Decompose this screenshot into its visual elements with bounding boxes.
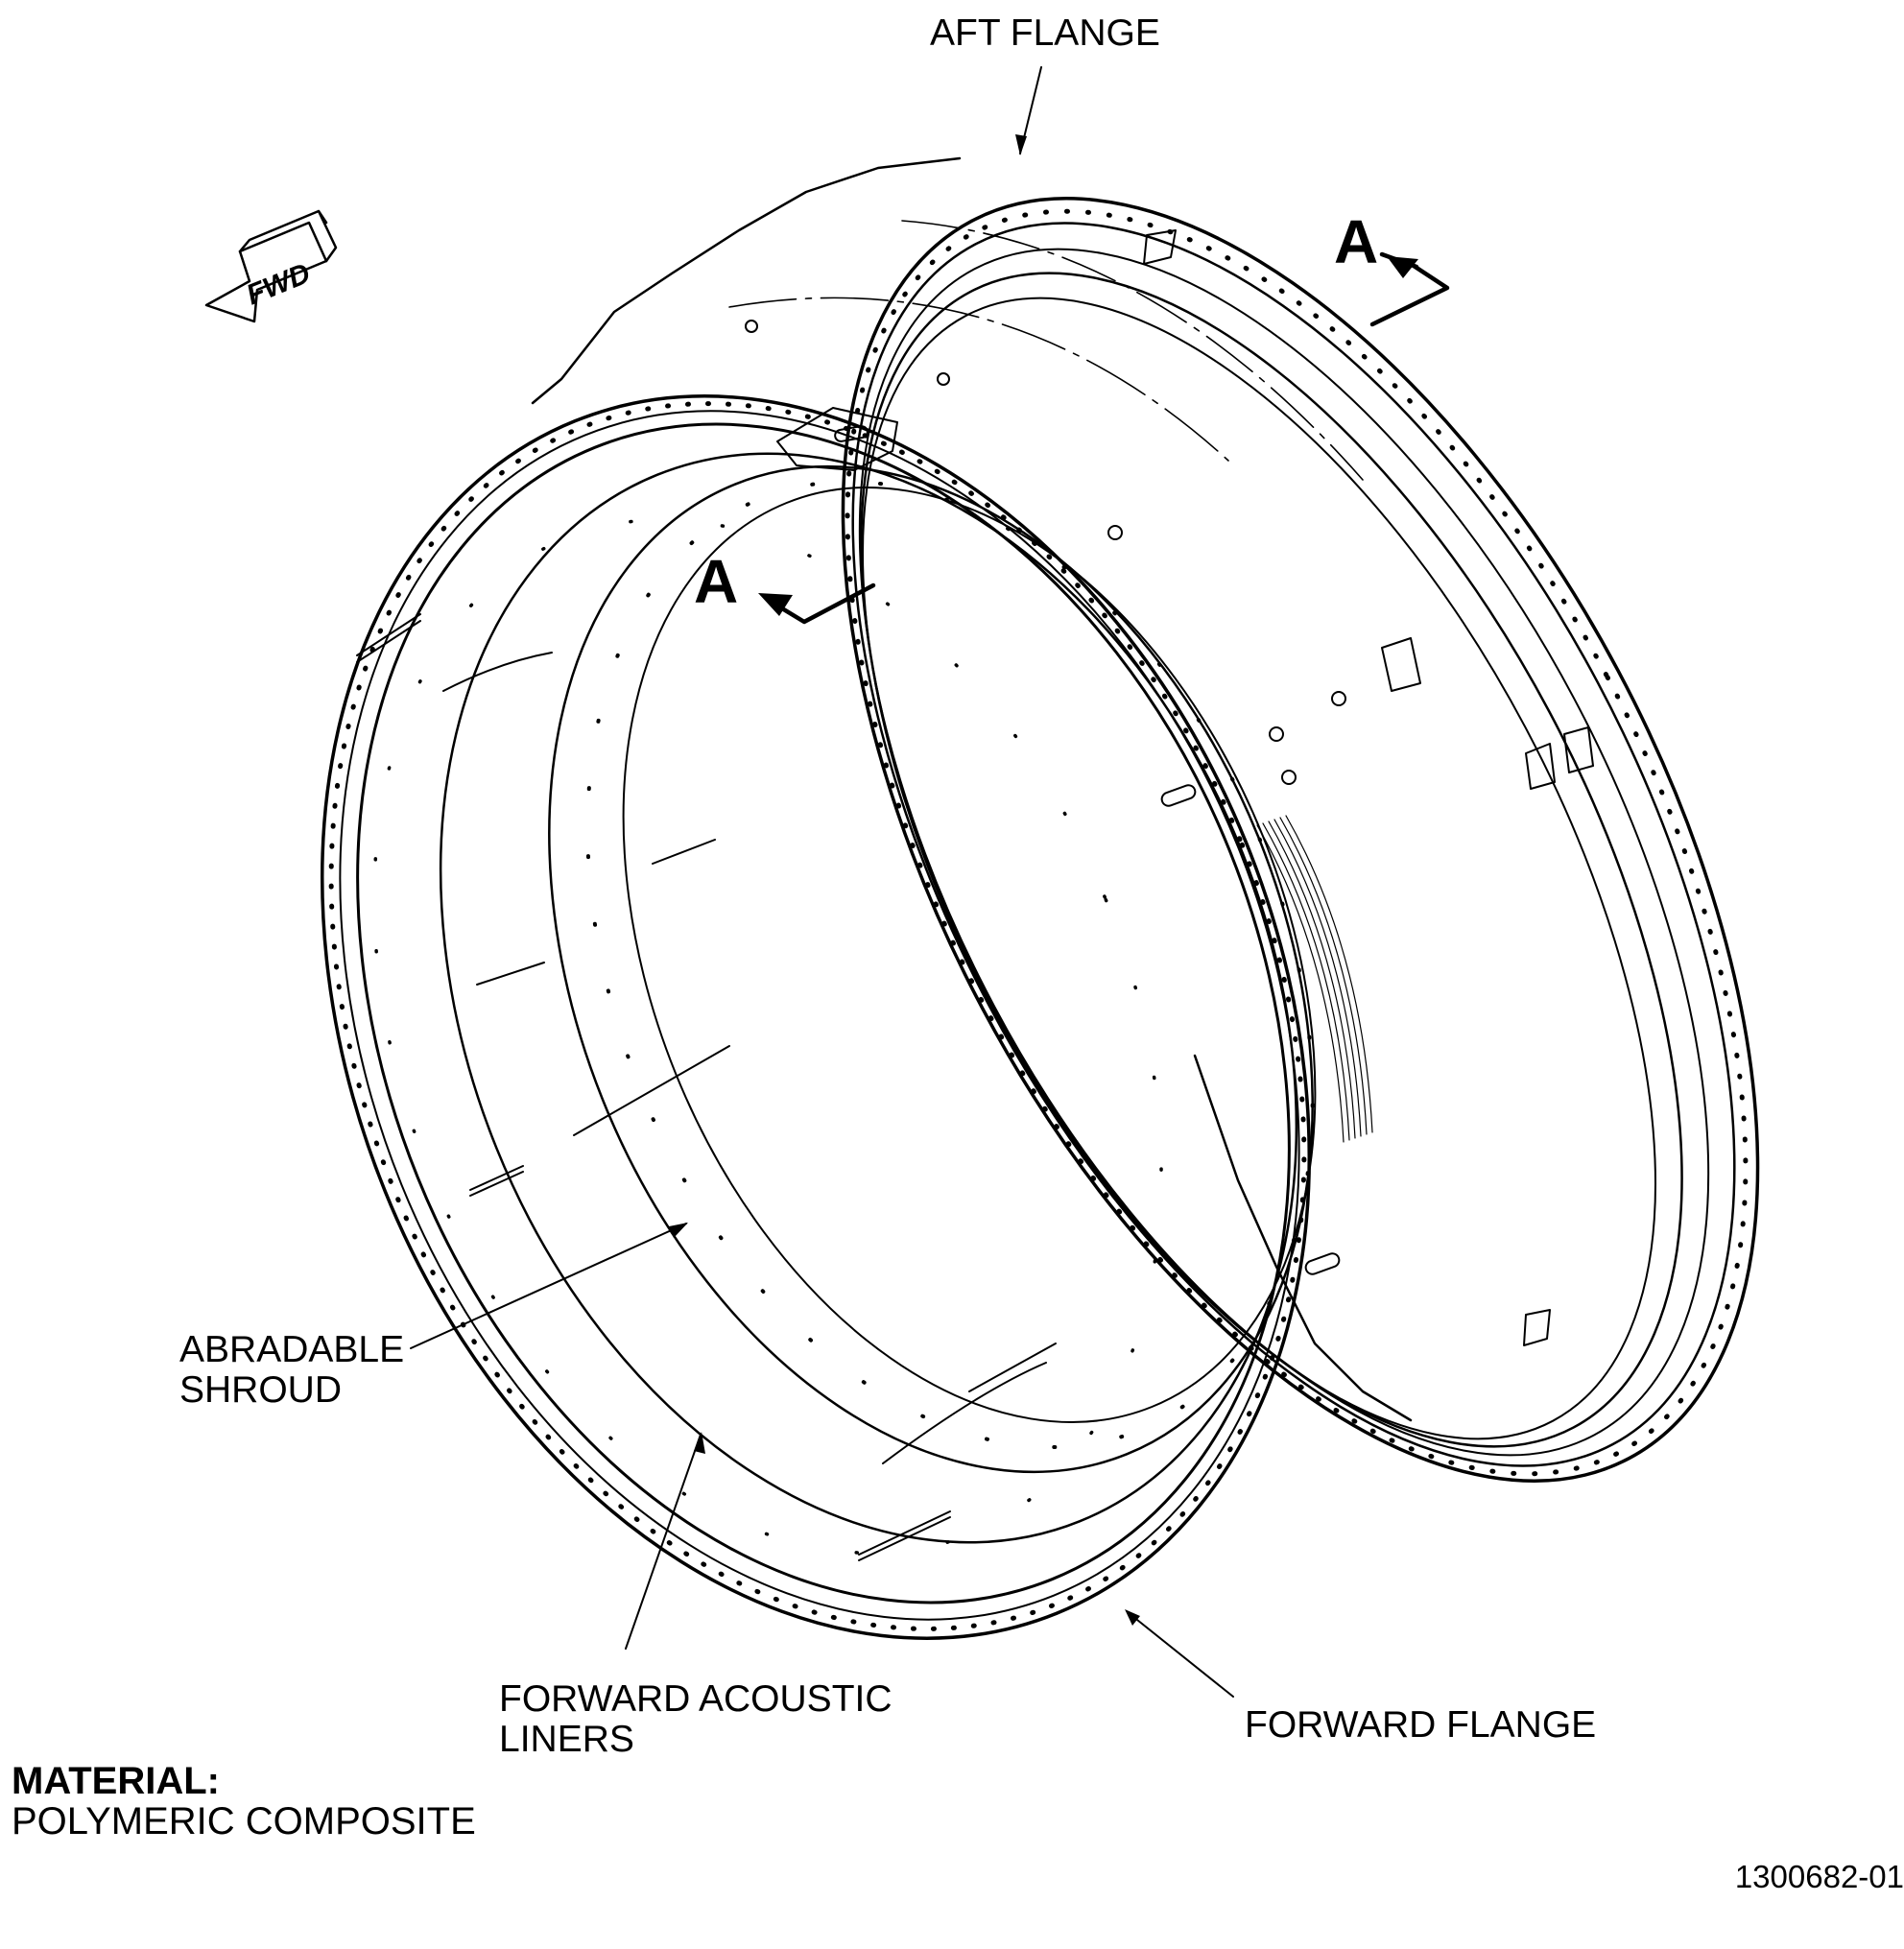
figure-number: 1300682-01 (1734, 1859, 1904, 1894)
label-abradable-shroud-line2: SHROUD (179, 1369, 343, 1411)
forward-flange (321, 394, 1311, 1640)
label-forward-acoustic-liners-line2: LINERS (499, 1719, 634, 1760)
forward-flange-bolt-holes (328, 401, 1307, 1631)
label-abradable-shroud-line1: ABRADABLE (179, 1329, 405, 1370)
label-forward-flange: FORWARD FLANGE (1245, 1704, 1597, 1746)
aft-flange-bolt-holes (845, 208, 1749, 1477)
label-forward-acoustic-liners-line1: FORWARD ACOUSTIC (499, 1678, 892, 1720)
material-heading: MATERIAL: (12, 1760, 220, 1802)
fwd-arrow-icon (204, 209, 338, 323)
label-aft-flange: AFT FLANGE (930, 12, 1160, 54)
inner-liner-edges (372, 452, 1317, 1556)
section-arrowhead-left (758, 593, 793, 616)
section-arrowhead-right (1387, 256, 1418, 278)
section-marker-a-left: A (694, 547, 739, 616)
liner-panel-seams (356, 613, 1057, 1561)
section-marker-a-right: A (1334, 207, 1379, 276)
liner-fastener-holes (585, 479, 1315, 1450)
leader-arrowheads (669, 134, 1140, 1626)
shroud-fastener-holes (372, 517, 1163, 1556)
case-outer-shell (531, 156, 1413, 1422)
material-value: POLYMERIC COMPOSITE (12, 1800, 476, 1842)
aft-flange (841, 197, 1760, 1483)
case-surface-details (745, 229, 1594, 1346)
leader-lines (410, 66, 1234, 1698)
